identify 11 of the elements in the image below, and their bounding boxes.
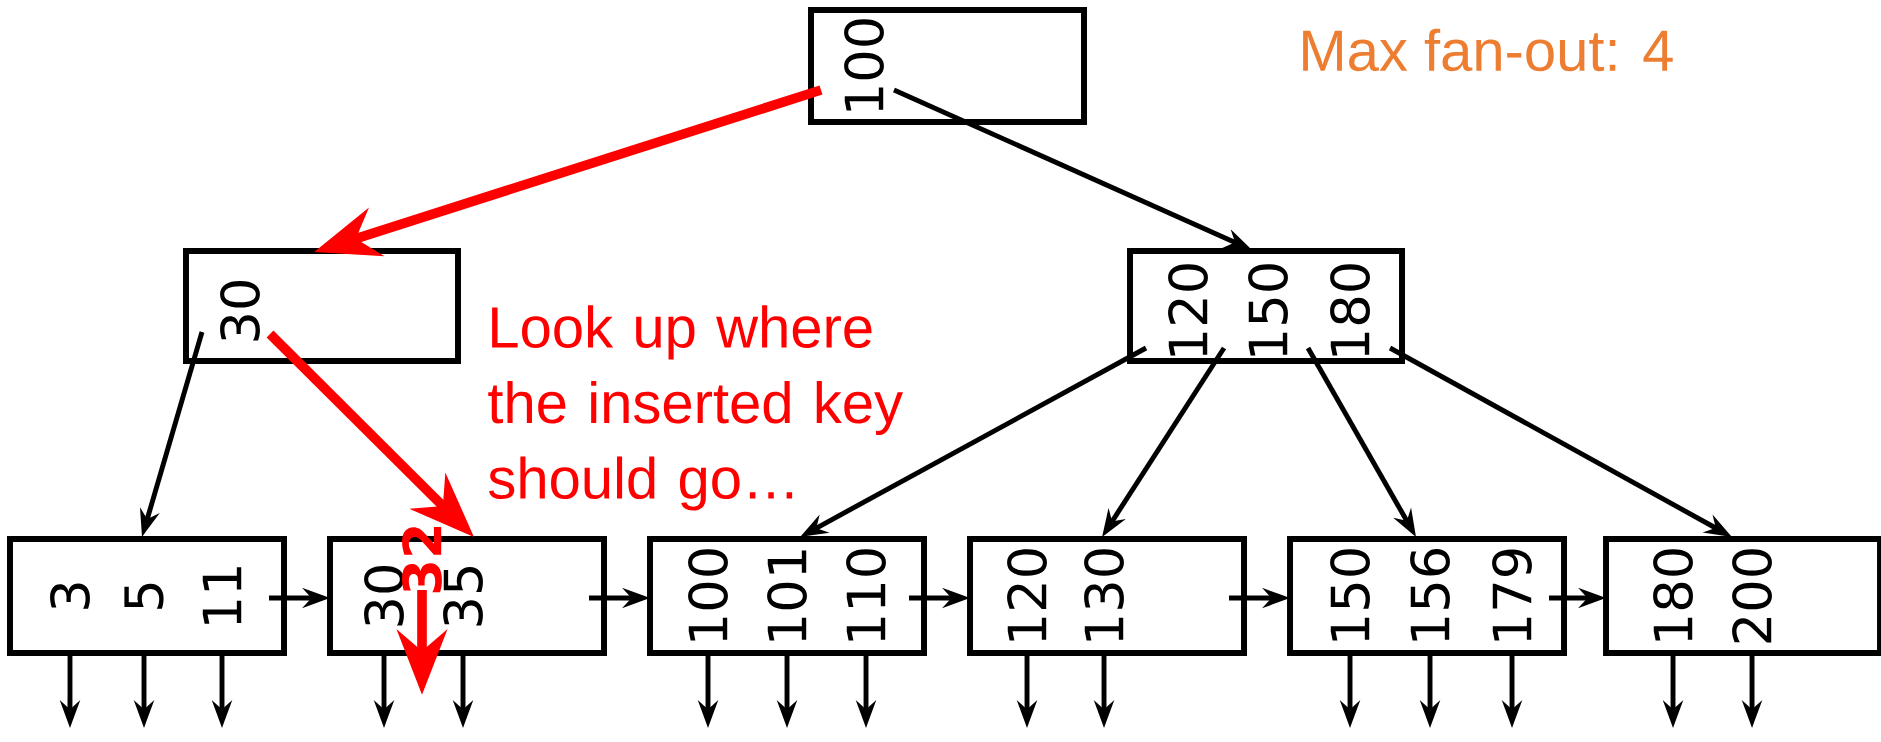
leaf-node-box: 100 101 110 xyxy=(647,536,927,656)
leaf-node-box: 150 156 179 xyxy=(1287,536,1567,656)
leaf-node-box: 3 5 11 xyxy=(7,536,287,656)
root-node-box: 100 xyxy=(808,7,1087,125)
annotation-text: Look up where the inserted key should go… xyxy=(488,305,903,511)
fan-out-note: Max fan-out: 4 xyxy=(1303,28,1673,72)
inserted-key: 32 xyxy=(402,526,442,593)
internal-node-box: 30 xyxy=(183,248,461,364)
internal-node-box: 120 150 180 xyxy=(1127,248,1405,364)
leaf-node-box: 180 200 xyxy=(1603,536,1881,656)
leaf-node-box: 120 130 xyxy=(967,536,1247,656)
